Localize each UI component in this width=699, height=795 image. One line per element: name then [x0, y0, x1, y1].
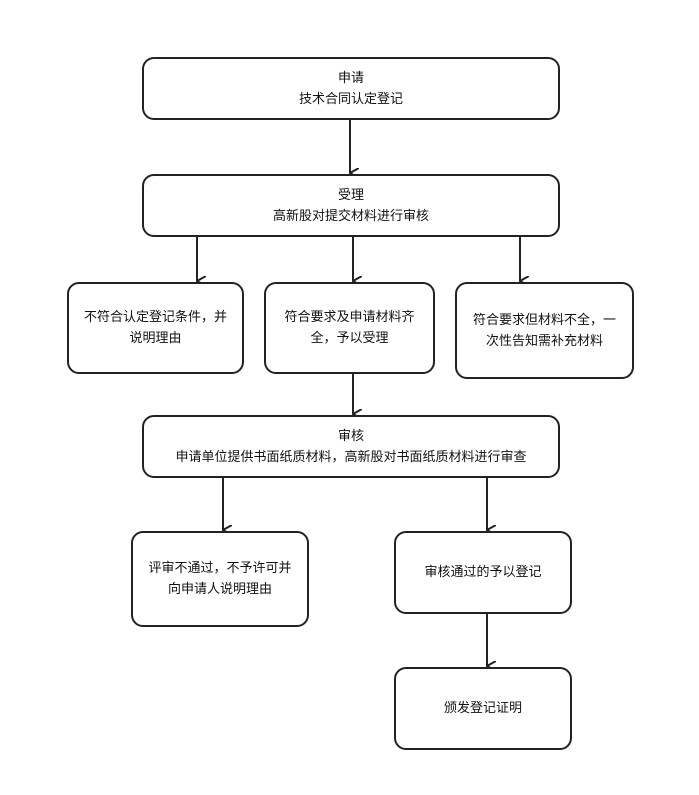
- node-reject-line1: 不符合认定登记条件，并: [83, 310, 227, 325]
- node-reject: 不符合认定登记条件，并 说明理由: [67, 282, 244, 374]
- node-fail-line1: 评审不通过，不予许可并: [148, 561, 292, 576]
- node-certificate-text: 颁发登记证明: [443, 701, 522, 716]
- node-incomplete-line2: 次性告知需补充材料: [485, 333, 603, 349]
- node-fail: 评审不通过，不予许可并 向申请人说明理由: [131, 531, 309, 627]
- node-apply: 申请 技术合同认定登记: [142, 57, 560, 120]
- node-accept-title: 受理: [337, 187, 364, 203]
- node-fail-line2: 向申请人说明理由: [167, 582, 272, 597]
- node-review-text: 申请单位提供书面纸质材料，高新股对书面纸质材料进行审查: [175, 449, 527, 465]
- node-review-title: 审核: [337, 428, 364, 444]
- node-accept-ok: 符合要求及申请材料齐 全，予以受理: [264, 282, 435, 374]
- node-apply-text: 技术合同认定登记: [298, 91, 403, 107]
- node-accept: 受理 高新股对提交材料进行审核: [142, 174, 560, 237]
- node-apply-title: 申请: [337, 70, 364, 86]
- node-accept-ok-line1: 符合要求及申请材料齐: [284, 310, 415, 325]
- node-review: 审核 申请单位提供书面纸质材料，高新股对书面纸质材料进行审查: [142, 415, 560, 478]
- node-pass: 审核通过的予以登记: [394, 531, 572, 614]
- node-incomplete: 符合要求但材料不全，一 次性告知需补充材料: [455, 282, 634, 379]
- node-certificate: 颁发登记证明: [394, 667, 572, 750]
- node-reject-line2: 说明理由: [129, 331, 182, 346]
- node-accept-text: 高新股对提交材料进行审核: [272, 208, 429, 224]
- node-pass-text: 审核通过的予以登记: [424, 565, 542, 580]
- node-incomplete-line1: 符合要求但材料不全，一: [472, 312, 616, 328]
- node-accept-ok-line2: 全，予以受理: [310, 331, 389, 346]
